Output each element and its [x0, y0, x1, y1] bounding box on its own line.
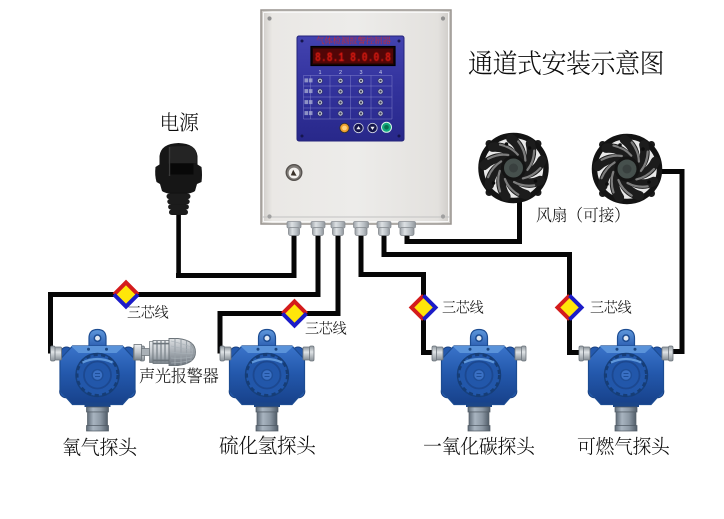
svg-text:3: 3	[359, 70, 362, 76]
svg-text:2: 2	[339, 70, 342, 76]
svg-text:4: 4	[379, 70, 382, 76]
svg-text:8.8.1 8.0.0.8: 8.8.1 8.0.0.8	[315, 50, 391, 65]
svg-text:1: 1	[318, 70, 321, 76]
